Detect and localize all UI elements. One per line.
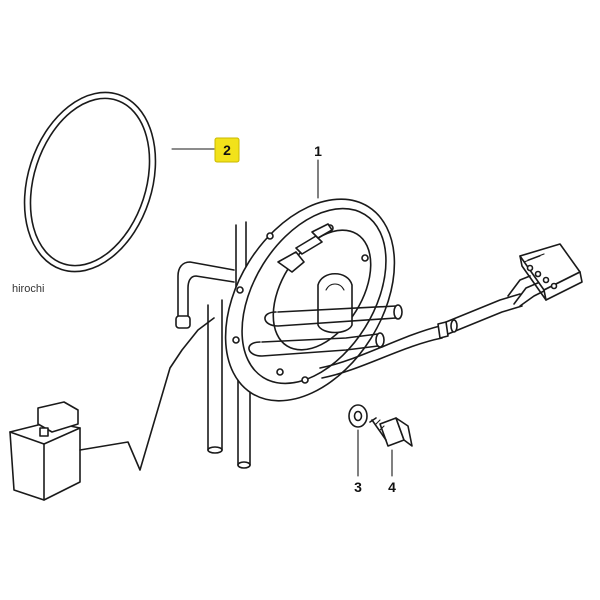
electrical-plug[interactable]: [519, 243, 583, 301]
level-sender-module[interactable]: [9, 401, 81, 501]
washer[interactable]: [348, 404, 368, 428]
flange-fitting: [277, 223, 333, 273]
supply-pipes: [248, 304, 403, 357]
callout-label-1[interactable]: 1: [314, 143, 322, 159]
watermark-text: hirochi: [12, 283, 44, 295]
leader-lines: [171, 148, 393, 477]
o-ring-seal[interactable]: [3, 75, 178, 288]
callout-label-4[interactable]: 4: [388, 479, 396, 495]
pump-flange-plate[interactable]: [191, 169, 430, 432]
callout-2-highlight: [214, 137, 240, 163]
callout-label-3[interactable]: 3: [354, 479, 362, 495]
float-arm-wire: [79, 317, 215, 471]
return-pipe: [175, 261, 235, 329]
wiring-harness: [319, 275, 547, 379]
bolt[interactable]: [369, 417, 413, 447]
pump-body: [317, 272, 353, 334]
callout-label-2[interactable]: 2: [223, 142, 231, 158]
